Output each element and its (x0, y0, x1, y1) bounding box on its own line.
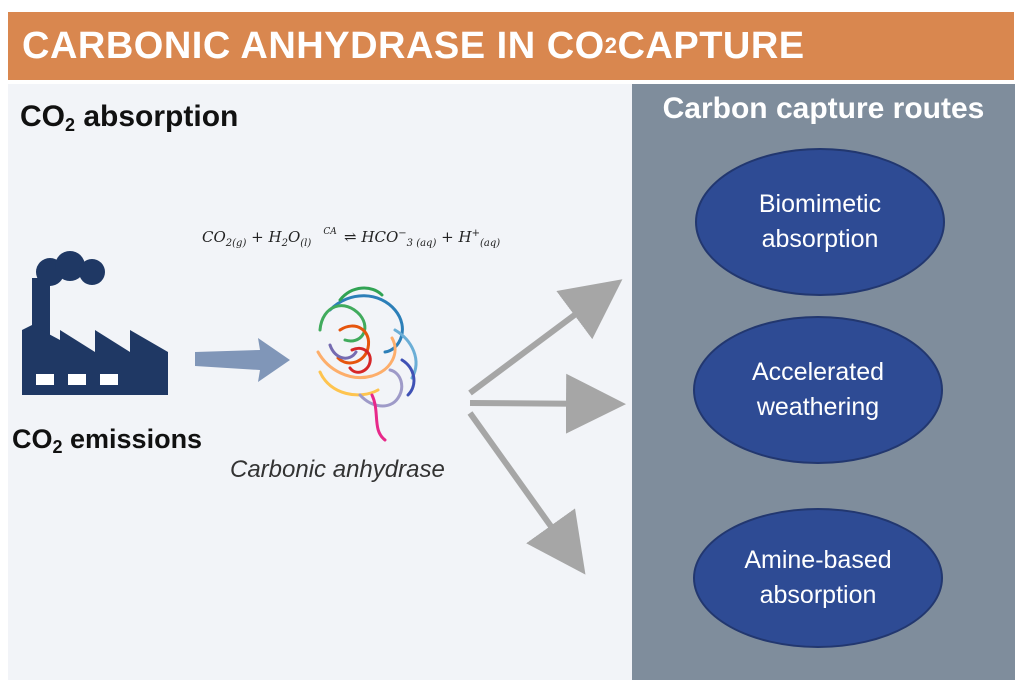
absorption-title-sub: 2 (65, 115, 76, 135)
enzyme-label: Carbonic anhydrase (230, 456, 445, 483)
absorption-title-suffix: absorption (75, 100, 239, 133)
arrow-to-amine-icon (467, 411, 586, 575)
arrow-to-weathering-icon (469, 373, 626, 434)
eq-plus-2: + (436, 228, 459, 246)
eq-proton: H (458, 228, 472, 246)
absorption-title: CO2 absorption (20, 100, 238, 136)
eq-h-sub: 2 (281, 238, 288, 249)
protein-structure-icon (316, 286, 418, 442)
eq-bicarbonate-sub: 3 (aq) (406, 238, 437, 249)
route-biomimetic-absorption: Biomimetic absorption (695, 148, 945, 296)
eq-co2: CO (202, 228, 226, 246)
route-accelerated-weathering: Accelerated weathering (693, 316, 943, 464)
eq-plus-1: + (246, 228, 269, 246)
flow-arrow-icon (195, 338, 290, 382)
route-amine-based-absorption: Amine-based absorption (693, 508, 943, 648)
eq-proton-sup: + (471, 228, 480, 239)
hydration-equation: CO2(g) + H2O(l) CA⇌ HCO−3 (aq) + H+(aq) (202, 227, 501, 249)
banner-text-prefix: CARBONIC ANHYDRASE IN CO (22, 24, 605, 67)
routes-title: Carbon capture routes (662, 92, 985, 125)
eq-bicarbonate-sup: − (398, 228, 407, 239)
emissions-prefix: CO (12, 424, 53, 454)
eq-proton-sub: (aq) (479, 238, 501, 249)
absorption-title-prefix: CO (20, 100, 65, 133)
eq-o-sub: (l) (300, 238, 312, 249)
banner-text-suffix: CAPTURE (617, 24, 805, 67)
eq-h: H (268, 228, 282, 246)
factory-icon (22, 251, 168, 395)
equilibrium-arrow-icon: ⇌ (344, 228, 357, 246)
emissions-suffix: emissions (62, 424, 203, 454)
emissions-sub: 2 (52, 437, 63, 457)
eq-o: O (287, 228, 301, 246)
banner-subscript: 2 (604, 33, 618, 58)
eq-catalyst-label: CA (323, 227, 337, 237)
eq-co2-sub: 2(g) (225, 238, 247, 249)
eq-bicarbonate: HCO (361, 228, 399, 246)
arrow-to-biomimetic-icon (468, 279, 623, 396)
emissions-label: CO2 emissions (12, 424, 202, 458)
